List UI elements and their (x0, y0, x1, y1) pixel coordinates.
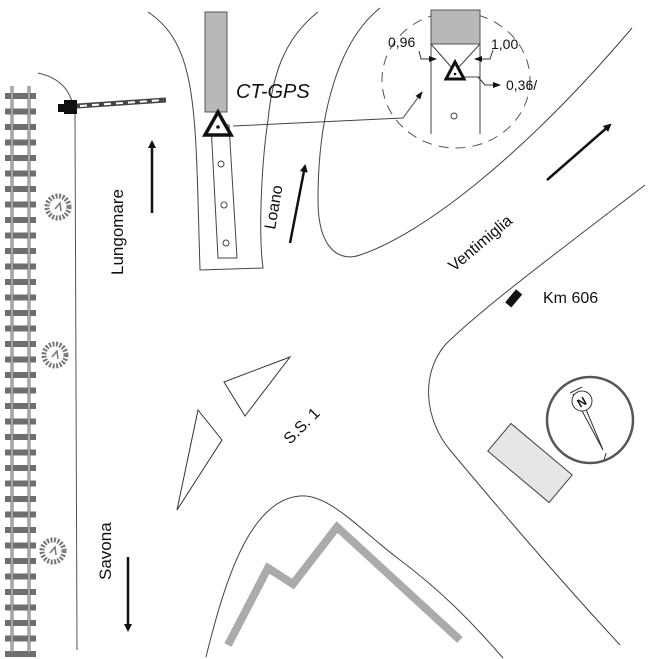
traffic-island (176, 408, 223, 511)
railway-tie (5, 604, 36, 611)
railway-tie (5, 325, 36, 332)
building (487, 422, 573, 504)
railway-tie (5, 263, 36, 270)
dim-label-offset: 0,36/ (506, 77, 537, 93)
railway-tie (5, 465, 36, 471)
dim-label-right: 1,00 (491, 36, 518, 52)
railway-tie (5, 589, 36, 595)
railway-tie (5, 558, 36, 564)
railway-tie (5, 155, 36, 161)
dim-arrow-right (474, 49, 494, 62)
railway-tie (5, 387, 36, 394)
traffic-island (223, 355, 292, 417)
hedge-icon (44, 193, 72, 221)
hedge-icon (41, 341, 69, 369)
gps-sensor-triangle-icon (202, 108, 234, 137)
hedge-icon (39, 537, 67, 565)
railway-tie (5, 434, 36, 440)
gps-sensor-detail-icon (443, 58, 467, 81)
direction-arrow-loano (288, 164, 308, 244)
road-label-ss1: S.S. 1 (281, 405, 324, 448)
railway-tie (5, 139, 36, 146)
railway-tie (5, 217, 36, 223)
railway-tie (5, 93, 36, 99)
railway-tie (5, 496, 36, 502)
railway-tie (5, 279, 36, 285)
railway-tie (5, 418, 36, 425)
railway-tie (5, 124, 36, 130)
railway-tie (5, 403, 36, 409)
railway-tie (5, 294, 36, 301)
dim-arrow-offset (477, 76, 501, 88)
km-marker-icon (505, 289, 523, 308)
railway-tie (5, 635, 36, 642)
dim-label-left: 0,96 (388, 34, 415, 50)
level-crossing-barrier-icon (58, 97, 167, 114)
device-label: CT-GPS (236, 81, 310, 103)
railway-tie (5, 651, 36, 657)
railway-tie (5, 372, 36, 378)
railway-tie (5, 310, 36, 316)
road-label-loano: Loano (262, 184, 286, 231)
railway-tie (5, 232, 36, 239)
dim-arrow-left (418, 50, 437, 62)
island-curve-right (317, 7, 633, 258)
railway-tie (5, 341, 36, 347)
road-label-lungomare: Lungomare (108, 189, 127, 275)
direction-arrow-ventimiglia (546, 123, 612, 181)
railway-tie (5, 449, 36, 456)
road-edge-ventimiglia (428, 184, 646, 646)
detail-callout (381, 9, 531, 149)
railway-tie (5, 108, 36, 115)
island-curve-outer-left (147, 11, 319, 271)
railway-tie (5, 356, 36, 363)
railway-tie (5, 480, 36, 487)
railway-tie (5, 527, 36, 533)
railway-track (5, 86, 36, 657)
detail-leader-line (232, 91, 423, 127)
road-edge-left (37, 72, 78, 651)
railway-tie (5, 620, 36, 626)
railway-tie (5, 511, 36, 518)
railway-tie (5, 201, 36, 208)
road-label-ventimiglia: Ventimiglia (446, 212, 516, 275)
railway-tie (5, 573, 36, 580)
railway-tie (5, 542, 36, 549)
railway-tie (5, 186, 36, 192)
compass-icon: N (545, 375, 635, 465)
road-edge-bottom (205, 495, 504, 659)
boundary-wall (224, 521, 463, 647)
km-marker-label: Km 606 (543, 290, 598, 307)
road-label-savona: Savona (96, 522, 115, 580)
railway-tie (5, 170, 36, 177)
railway-tie (5, 248, 36, 254)
